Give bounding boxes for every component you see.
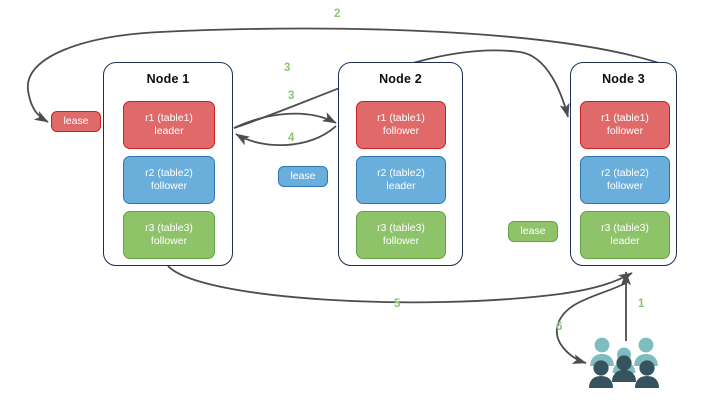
replica-role: leader bbox=[610, 235, 640, 247]
replica-id: r2 (table2) bbox=[601, 167, 649, 179]
replica-role: follower bbox=[382, 235, 420, 247]
replica-id: r3 (table3) bbox=[145, 222, 193, 234]
replica-role: leader bbox=[386, 180, 416, 192]
arrow-step-6 bbox=[555, 282, 627, 364]
replica-id: r1 (table1) bbox=[145, 112, 193, 124]
step-label-3-upper: 3 bbox=[284, 62, 291, 74]
arrow-step-5 bbox=[167, 265, 633, 304]
node-title: Node 1 bbox=[146, 72, 190, 86]
lease-badge-blue[interactable]: lease bbox=[278, 166, 328, 187]
replica-role: follower bbox=[382, 125, 420, 137]
step-label-1: 1 bbox=[638, 298, 645, 310]
replica-r1-node3[interactable]: r1 (table1) follower bbox=[580, 101, 670, 149]
step-label-2: 2 bbox=[334, 8, 341, 20]
lease-label: lease bbox=[290, 170, 316, 182]
replica-id: r2 (table2) bbox=[377, 167, 425, 179]
node-title: Node 3 bbox=[602, 72, 645, 86]
step-label-5: 5 bbox=[394, 298, 401, 310]
replica-id: r2 (table2) bbox=[145, 167, 193, 179]
step-label-3-lower: 3 bbox=[288, 90, 295, 102]
step-label-6: 6 bbox=[556, 321, 563, 333]
lease-label: lease bbox=[63, 115, 89, 127]
replica-role: follower bbox=[606, 125, 644, 137]
node-box-1[interactable]: Node 1 r1 (table1) leader r2 (table2) fo… bbox=[103, 62, 233, 266]
replica-r3-node2[interactable]: r3 (table3) follower bbox=[356, 211, 446, 259]
lease-badge-green[interactable]: lease bbox=[508, 221, 558, 242]
replica-id: r1 (table1) bbox=[377, 112, 425, 124]
node-title: Node 2 bbox=[379, 72, 422, 86]
arrow-step-3-to-node2 bbox=[233, 112, 337, 129]
node-box-2[interactable]: Node 2 r1 (table1) follower r2 (table2) … bbox=[338, 62, 463, 266]
step-label-4: 4 bbox=[288, 132, 295, 144]
users-icon bbox=[589, 337, 659, 388]
replica-role: follower bbox=[150, 180, 188, 192]
replica-id: r3 (table3) bbox=[377, 222, 425, 234]
arrow-step-2 bbox=[27, 27, 669, 123]
replica-role: follower bbox=[606, 180, 644, 192]
replica-r2-node2[interactable]: r2 (table2) leader bbox=[356, 156, 446, 204]
replica-r2-node1[interactable]: r2 (table2) follower bbox=[123, 156, 215, 204]
replica-id: r1 (table1) bbox=[601, 112, 649, 124]
replica-r1-node2[interactable]: r1 (table1) follower bbox=[356, 101, 446, 149]
replica-id: r3 (table3) bbox=[601, 222, 649, 234]
lease-badge-red[interactable]: lease bbox=[51, 111, 101, 132]
replica-r1-node1[interactable]: r1 (table1) leader bbox=[123, 101, 215, 149]
replica-role: follower bbox=[150, 235, 188, 247]
replica-r3-node1[interactable]: r3 (table3) follower bbox=[123, 211, 215, 259]
replica-r3-node3[interactable]: r3 (table3) leader bbox=[580, 211, 670, 259]
replica-role: leader bbox=[154, 125, 184, 137]
node-box-3[interactable]: Node 3 r1 (table1) follower r2 (table2) … bbox=[570, 62, 677, 266]
lease-label: lease bbox=[520, 225, 546, 237]
arrow-step-3-to-node3 bbox=[233, 49, 570, 129]
arrow-step-4 bbox=[235, 125, 337, 147]
replica-r2-node3[interactable]: r2 (table2) follower bbox=[580, 156, 670, 204]
